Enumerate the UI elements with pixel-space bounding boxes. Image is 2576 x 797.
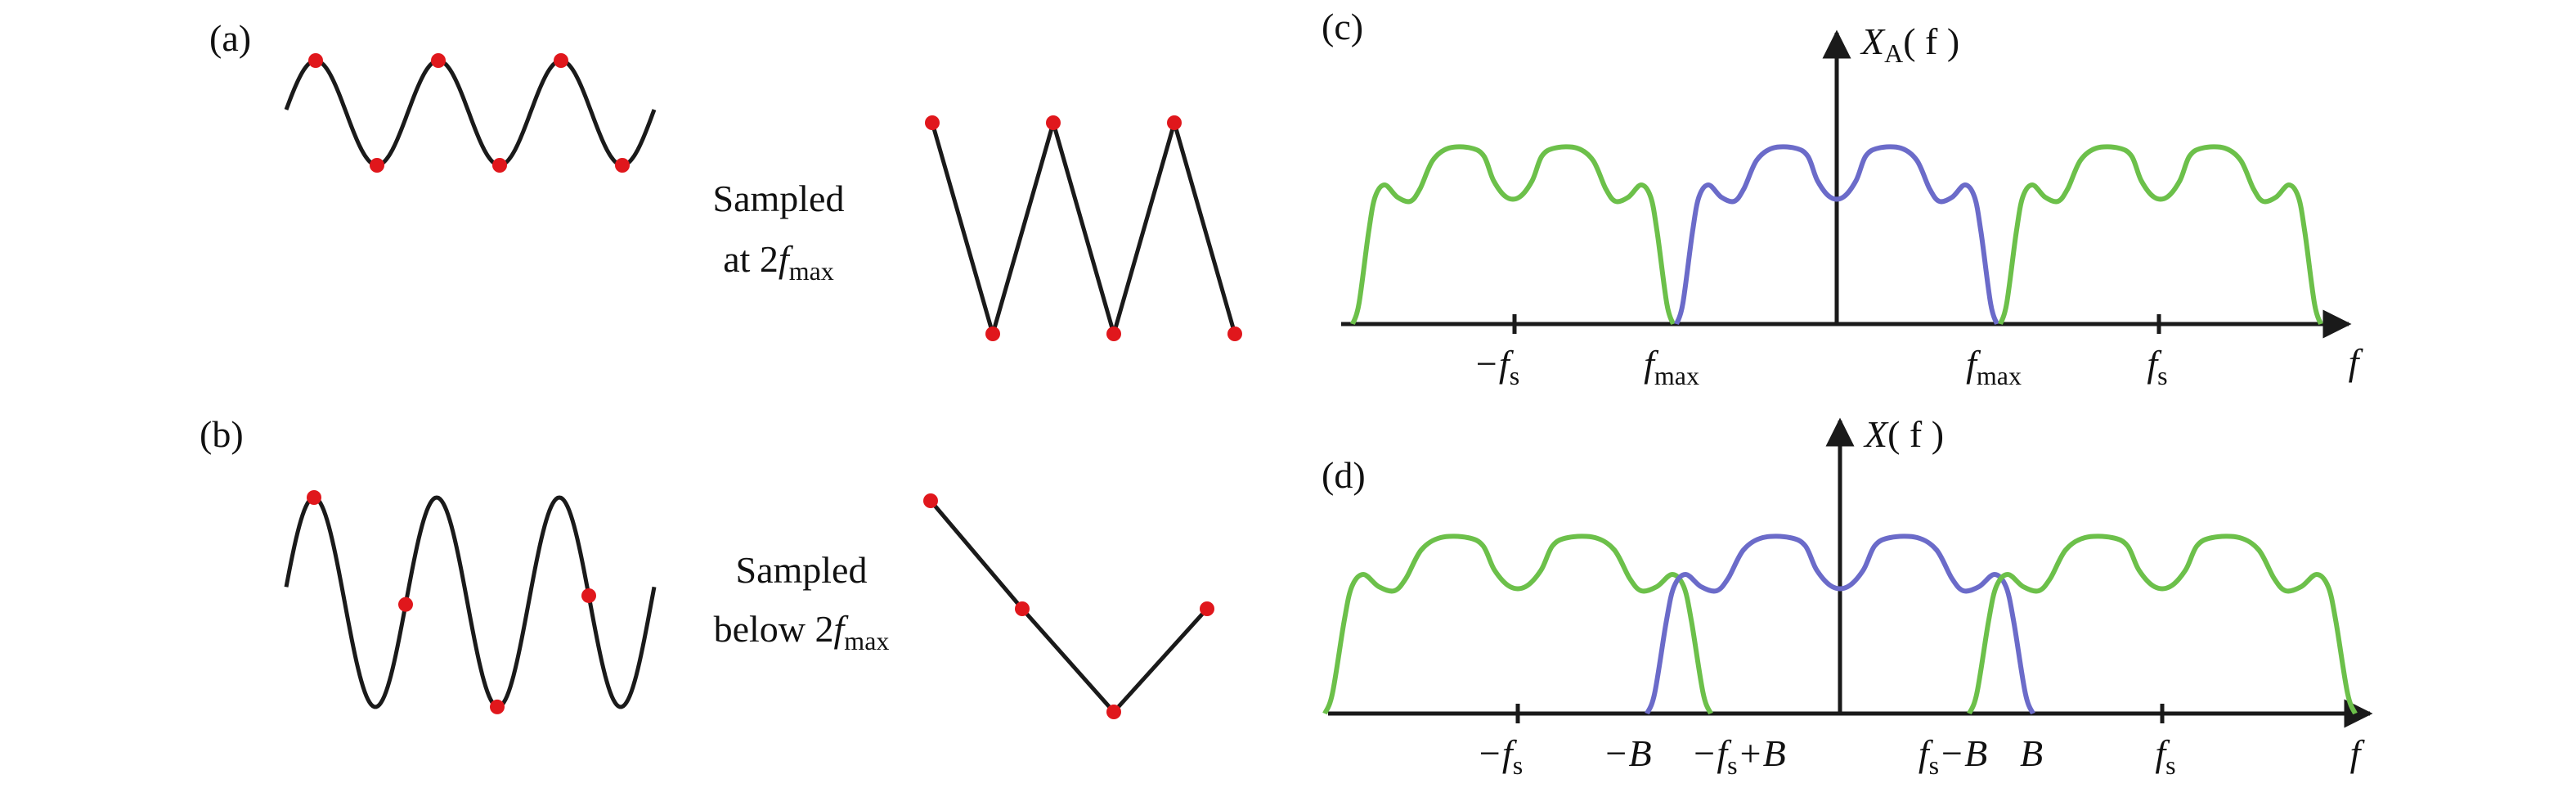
sample-point-trough [615,158,630,173]
panel-b-label: (b) [200,413,244,455]
panel-d-tick-label-neg-fs-plus-b: −fs+B [1691,732,1785,780]
panel-b-aliased-signal [929,499,1209,715]
panel-d: (d) X( f ) −fs −B −fs+B fs−B B fs f [1322,413,2373,780]
panel-d-image-spectrum-right [1967,534,2358,715]
reconstructed-sample-point [1046,115,1061,130]
panel-c-tick-label-neg-fs: −fs [1474,343,1519,390]
panel-a-sine-wave [284,58,657,168]
panel-c-y-axis-label: XA( f ) [1860,20,1959,68]
sample-point-peak [431,53,446,68]
panel-d-label: (d) [1322,454,1366,496]
panel-c-tick-label-pos-fmax: fmax [1966,343,2022,390]
panel-a-sample-points [308,53,630,173]
panel-a-caption-line2: at 2fmax [723,238,834,286]
reconstructed-sample-point [985,326,1000,341]
panel-a-reconstructed-points [925,115,1242,341]
reconstructed-sample-point [1106,326,1121,341]
panel-b: (b) Sampled below 2fmax [200,413,1214,719]
sample-point-trough [370,158,384,173]
panel-a-reconstructed-signal [930,115,1237,342]
sample-point-trough [492,158,507,173]
panel-c: (c) XA( f ) −fs fmax fmax fs f [1322,6,2364,390]
panel-c-tick-label-neg-fmax: fmax [1644,343,1699,390]
undersample-point [398,597,413,612]
reconstructed-sample-point [1227,326,1242,341]
panel-d-image-spectrum-left [1322,534,1713,715]
panel-d-baseband-spectrum [1645,534,2035,715]
panel-b-sample-points [307,490,596,714]
aliased-sample-point [1106,705,1121,719]
reconstructed-sample-point [1167,115,1182,130]
reconstructed-sample-point [925,115,940,130]
panel-d-x-axis-label: f [2350,732,2366,774]
panel-b-caption-line2: below 2fmax [714,608,890,655]
panel-b-caption-line1: Sampled [736,549,868,591]
panel-c-baseband-spectrum [1674,144,1999,326]
panel-c-tick-label-fs: fs [2147,343,2167,390]
aliased-sample-point [1200,601,1214,616]
aliased-sample-point [1015,601,1030,616]
panel-a-caption-line1: Sampled [713,178,845,219]
panel-b-aliased-points [923,493,1214,719]
panel-c-x-axis-label: f [2349,341,2364,383]
panel-d-tick-label-b: B [2020,732,2043,774]
panel-c-label: (c) [1322,6,1363,47]
panel-d-tick-label-neg-b: −B [1603,732,1651,774]
undersample-point [307,490,321,505]
panel-a: (a) Sampled at 2fmax [209,17,1242,342]
panel-c-image-spectrum-left [1350,144,1676,326]
sample-point-peak [308,53,323,68]
panel-b-sine-wave [284,495,657,709]
aliased-sample-point [923,493,938,508]
panel-d-y-axis-label: X( f ) [1863,413,1944,455]
panel-d-tick-label-neg-fs: −fs [1477,732,1523,780]
panel-d-tick-label-fs-minus-b: fs−B [1919,732,1987,780]
undersample-point [581,588,596,603]
sample-point-peak [554,53,568,68]
panel-a-label: (a) [209,17,251,59]
undersample-point [490,699,505,714]
panel-c-image-spectrum-right [1998,144,2323,326]
panel-d-tick-label-fs: fs [2155,732,2175,780]
